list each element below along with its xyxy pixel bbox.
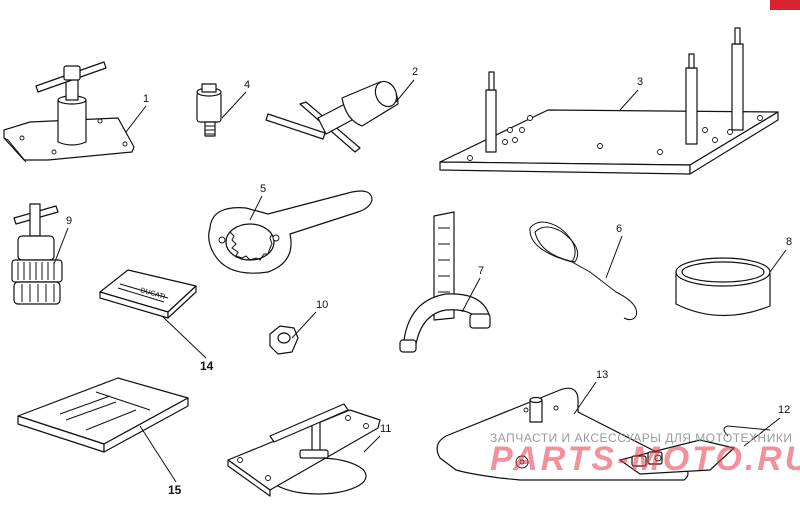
tool-10-nut [269,325,299,355]
tool-9-puller [11,203,63,305]
tool-11-plate [227,403,381,497]
tool-5-spanner [208,190,373,274]
watermark-caption: ЗАПЧАСТИ И АКСЕССУАРЫ ДЛЯ МОТОТЕХНИКИ [490,431,793,445]
callout-14: 14 [200,359,214,373]
callout-9: 9 [66,215,73,227]
tool-7-gauge [399,211,491,353]
callout-8: 8 [786,236,793,248]
tool-2-t-handle [265,80,399,153]
tool-4-pin-driver [196,83,222,137]
tool-8-ring [675,257,771,317]
tool-1-press [3,61,135,163]
callout-11: 11 [380,423,392,435]
tool-3-base-plate [439,27,779,175]
callout-3: 3 [637,76,644,88]
callout-5: 5 [260,183,267,195]
corner-mark [770,0,800,10]
callout-7: 7 [478,265,485,277]
tool-15-manual [17,377,189,453]
watermark-brand: PARTS-MOTO.RU [490,440,800,478]
callout-12: 12 [778,404,791,416]
callout-15: 15 [168,483,182,497]
callout-13: 13 [596,369,609,381]
leader-lines [53,79,787,483]
callout-1: 1 [143,93,150,105]
callout-6: 6 [616,223,623,235]
tool-12-linkage [619,425,771,475]
tool-14-booklet: DUCATI [99,269,197,319]
callout-2: 2 [412,66,419,78]
callout-10: 10 [316,299,329,311]
tool-6-wire-loop [529,221,638,321]
callout-4: 4 [244,79,251,91]
